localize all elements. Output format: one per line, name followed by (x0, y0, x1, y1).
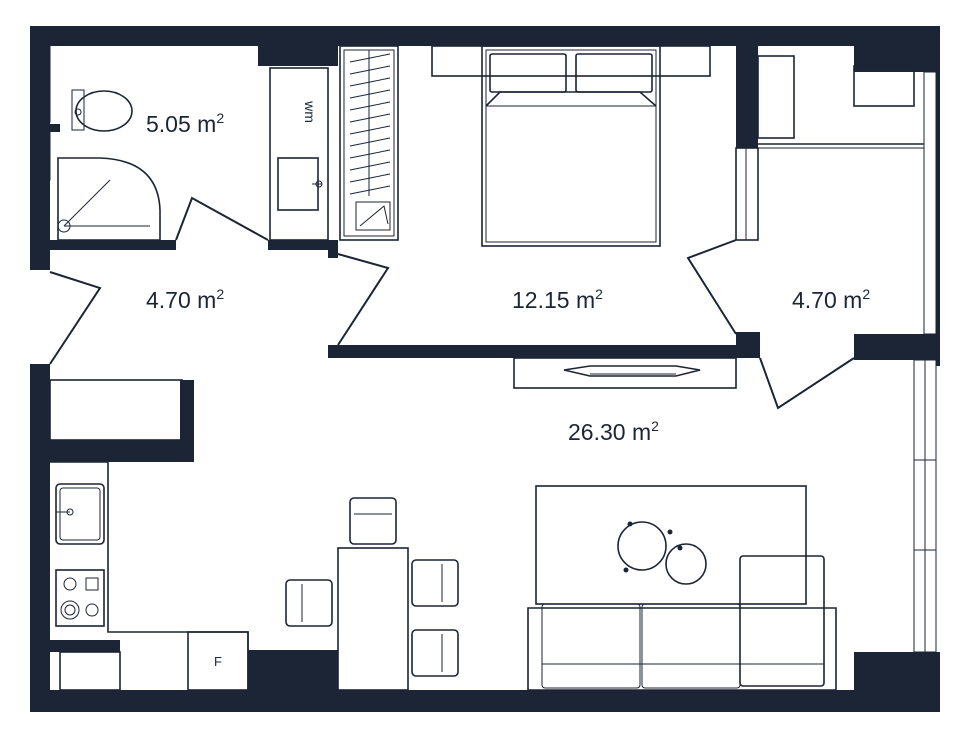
bathroom-counter (269, 67, 329, 241)
wall-bath-window-sep (40, 124, 60, 132)
wardrobe-panel (735, 147, 759, 241)
door-bathroom (175, 196, 269, 241)
kitchen-upper-cabinet (49, 379, 183, 441)
area-label-wardrobe: 4.70 m2 (792, 286, 870, 313)
door-wardrobe (686, 239, 737, 335)
chair-right-bottom-icon (411, 629, 459, 677)
door-bedroom (337, 253, 390, 346)
hangers (349, 53, 391, 195)
doors (49, 196, 855, 410)
wall-pillar-bottom (248, 650, 338, 712)
area-labels: 5.05 m2 4.70 m2 12.15 m2 4.70 m2 26.30 m… (146, 110, 870, 445)
wall-right-stub (854, 334, 940, 360)
wall-kitchen-upper (48, 440, 194, 462)
wall-bath-bottom (30, 240, 176, 250)
chair-right-top-icon (411, 559, 459, 607)
tv-console (513, 357, 737, 389)
wardrobe-room (735, 55, 924, 241)
lounge-area (527, 485, 837, 691)
dining-table (337, 547, 409, 691)
walls (30, 26, 940, 712)
bedroom-furniture (431, 45, 711, 247)
wall-bedroom-right (736, 26, 758, 148)
door-entrance (49, 271, 102, 365)
kitchen: F (49, 379, 249, 691)
bed-icon (481, 45, 661, 247)
washing-machine-label: wm (302, 100, 318, 123)
bathroom-fixtures: wm (57, 67, 329, 241)
tv-icon (563, 365, 701, 377)
wall-pillar-bottom-right (854, 652, 940, 712)
wall-right-upper (936, 26, 940, 366)
wall-bath-bottom-right (268, 240, 338, 250)
pillow-right-icon (575, 53, 653, 93)
wall-bedroom-bottom (328, 345, 760, 358)
area-label-bathroom: 5.05 m2 (146, 110, 224, 137)
wardrobe-shelf (757, 55, 795, 139)
wall-left-upper (30, 26, 50, 270)
wall-bottom (30, 690, 940, 712)
chair-left-icon (285, 579, 333, 627)
shower-icon (57, 157, 161, 241)
dining-area (285, 497, 459, 691)
kitchen-base-unit (59, 651, 121, 691)
area-label-bedroom: 12.15 m2 (512, 286, 603, 313)
door-living-wardrobe (759, 357, 855, 410)
coffee-table-small-icon (665, 543, 707, 585)
toilet-icon (75, 90, 133, 132)
rug (535, 485, 807, 605)
wall-top (30, 26, 940, 46)
chair-top-icon (349, 497, 397, 545)
area-label-hallway: 4.70 m2 (146, 286, 224, 313)
window-wardrobe-right (923, 71, 937, 335)
wardrobe-cabinet (853, 65, 915, 107)
wardrobe-closet (339, 45, 399, 241)
stove-icon (55, 569, 105, 627)
sofa-icon (527, 607, 837, 691)
area-label-living: 26.30 m2 (568, 418, 659, 445)
wall-left-lower (30, 364, 50, 712)
fridge (187, 631, 249, 691)
wall-pillar-top-right (854, 26, 940, 72)
windows (37, 45, 937, 653)
pillow-left-icon (489, 53, 567, 93)
wall-pillar-top (258, 26, 338, 66)
kitchen-sink-icon (55, 483, 105, 545)
fridge-label: F (214, 654, 222, 669)
coffee-table-large-icon (617, 521, 667, 571)
wardrobe-rack (339, 45, 399, 241)
wall-kitchen-side (180, 380, 194, 462)
wall-kitchen-box (30, 640, 120, 652)
tv-stand (513, 357, 737, 389)
armchair-icon (739, 555, 825, 687)
